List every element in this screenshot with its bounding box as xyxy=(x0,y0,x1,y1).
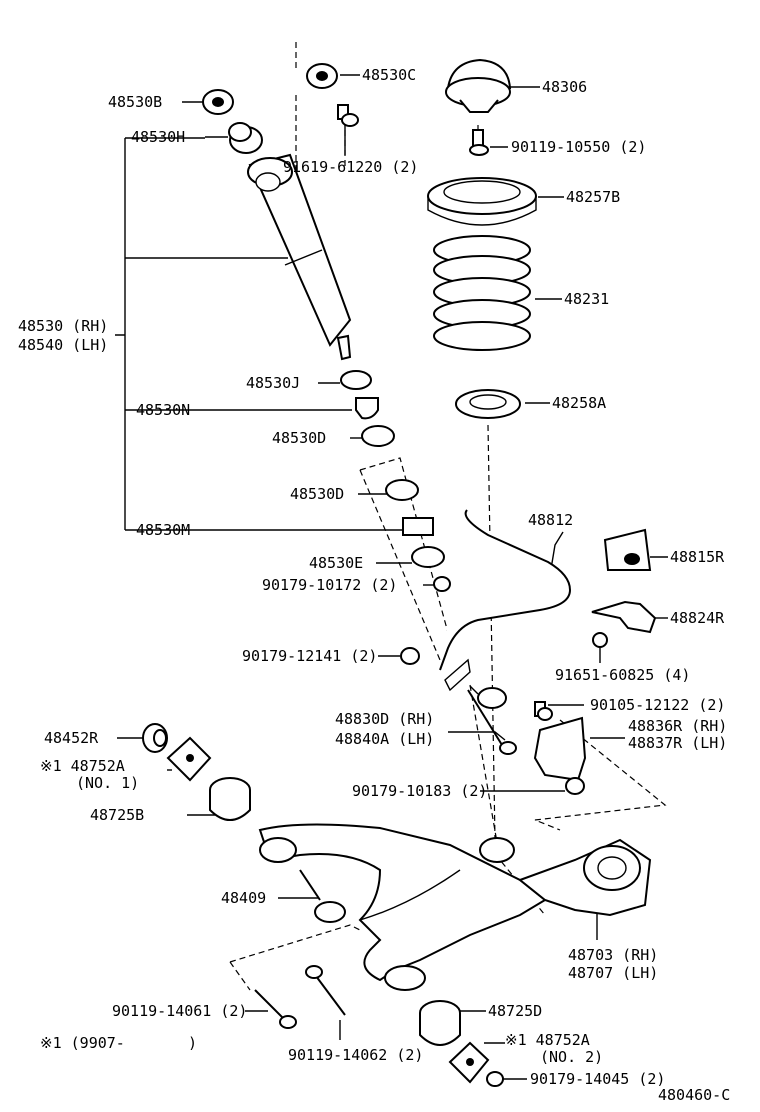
label-48530D-b: 48530D xyxy=(290,485,344,503)
coil-spring-48231 xyxy=(433,235,531,351)
label-48707: 48707 (LH) xyxy=(568,964,658,982)
bolt-90105 xyxy=(534,701,553,721)
plate-48752A-2 xyxy=(448,1041,490,1084)
lower-arm xyxy=(258,823,547,991)
label-48231: 48231 xyxy=(564,290,609,308)
spring-insulator-48257B xyxy=(427,177,537,226)
toe-adjust-cam-48409 xyxy=(299,869,346,923)
label-48530J: 48530J xyxy=(246,374,300,392)
label-48752A-1-no: (NO. 1) xyxy=(76,774,139,792)
axle-carrier-48703 xyxy=(479,837,652,917)
nut-90179-12141 xyxy=(400,647,420,665)
label-90179-14045: 90179-14045 (2) xyxy=(530,1070,665,1088)
nut-90179-14045 xyxy=(486,1071,504,1087)
label-90105: 90105-12122 (2) xyxy=(590,696,725,714)
bolts-lower xyxy=(254,965,346,1029)
bush-48530H xyxy=(228,122,263,154)
label-48837R: 48837R (LH) xyxy=(628,734,727,752)
label-48257B: 48257B xyxy=(566,188,620,206)
label-48530E: 48530E xyxy=(309,554,363,572)
footnote: ※1 (9907- ) xyxy=(40,1034,197,1052)
label-48530D-a: 48530D xyxy=(272,429,326,447)
label-48530H: 48530H xyxy=(131,128,185,146)
label-48752A-2-no: (NO. 2) xyxy=(540,1048,603,1066)
lower-insulator-48258A xyxy=(455,389,521,419)
label-48752A-2: ※1 48752A xyxy=(505,1031,590,1049)
washer-48530B xyxy=(202,89,234,115)
label-48530B: 48530B xyxy=(108,93,162,111)
bolt-91619 xyxy=(337,104,359,127)
label-48409: 48409 xyxy=(221,889,266,907)
label-48258A: 48258A xyxy=(552,394,606,412)
bolt-91651 xyxy=(592,632,608,648)
bushing-48725B xyxy=(209,777,251,821)
label-90179-12141: 90179-12141 (2) xyxy=(242,647,377,665)
part-labels: 48530C 48306 48530B 48530H 91619-61220 (… xyxy=(18,66,730,1104)
label-90119-14061: 90119-14061 (2) xyxy=(112,1002,247,1020)
stabilizer-link xyxy=(467,685,517,755)
bushing-48725D xyxy=(419,1000,461,1046)
washer-48530C xyxy=(306,63,338,89)
label-91619: 91619-61220 (2) xyxy=(283,158,418,176)
label-48530N: 48530N xyxy=(136,401,190,419)
label-48530C: 48530C xyxy=(362,66,416,84)
label-48725D: 48725D xyxy=(488,1002,542,1020)
stabilizer-bar-48812 xyxy=(439,509,572,692)
label-90119-10550: 90119-10550 (2) xyxy=(511,138,646,156)
label-48725B: 48725B xyxy=(90,806,144,824)
bracket-48836R xyxy=(533,716,587,795)
label-48812: 48812 xyxy=(528,511,573,529)
stabilizer-bushing-48815R xyxy=(603,528,652,571)
label-91651: 91651-60825 (4) xyxy=(555,666,690,684)
label-48530M: 48530M xyxy=(136,521,190,539)
bracket-48824R xyxy=(591,600,657,634)
label-48530-rh: 48530 (RH) xyxy=(18,317,108,335)
label-90179-10172: 90179-10172 (2) xyxy=(262,576,397,594)
shock-lower-parts xyxy=(340,370,451,592)
upper-spring-seat xyxy=(445,58,512,156)
label-48540-lh: 48540 (LH) xyxy=(18,336,108,354)
label-90179-10183: 90179-10183 (2) xyxy=(352,782,487,800)
plug-48452R xyxy=(142,723,168,753)
label-90119-14062: 90119-14062 (2) xyxy=(288,1046,423,1064)
label-48752A-1: ※1 48752A xyxy=(40,757,125,775)
label-48824R: 48824R xyxy=(670,609,725,627)
label-48836R: 48836R (RH) xyxy=(628,717,727,735)
label-48452R: 48452R xyxy=(44,729,99,747)
shock-absorber xyxy=(247,153,352,361)
label-48703: 48703 (RH) xyxy=(568,946,658,964)
figure-id: 480460-C xyxy=(658,1086,730,1104)
label-48815R: 48815R xyxy=(670,548,725,566)
label-48840A: 48840A (LH) xyxy=(335,730,434,748)
label-48830D: 48830D (RH) xyxy=(335,710,434,728)
plate-48752A-1 xyxy=(166,736,212,782)
label-48306: 48306 xyxy=(542,78,587,96)
